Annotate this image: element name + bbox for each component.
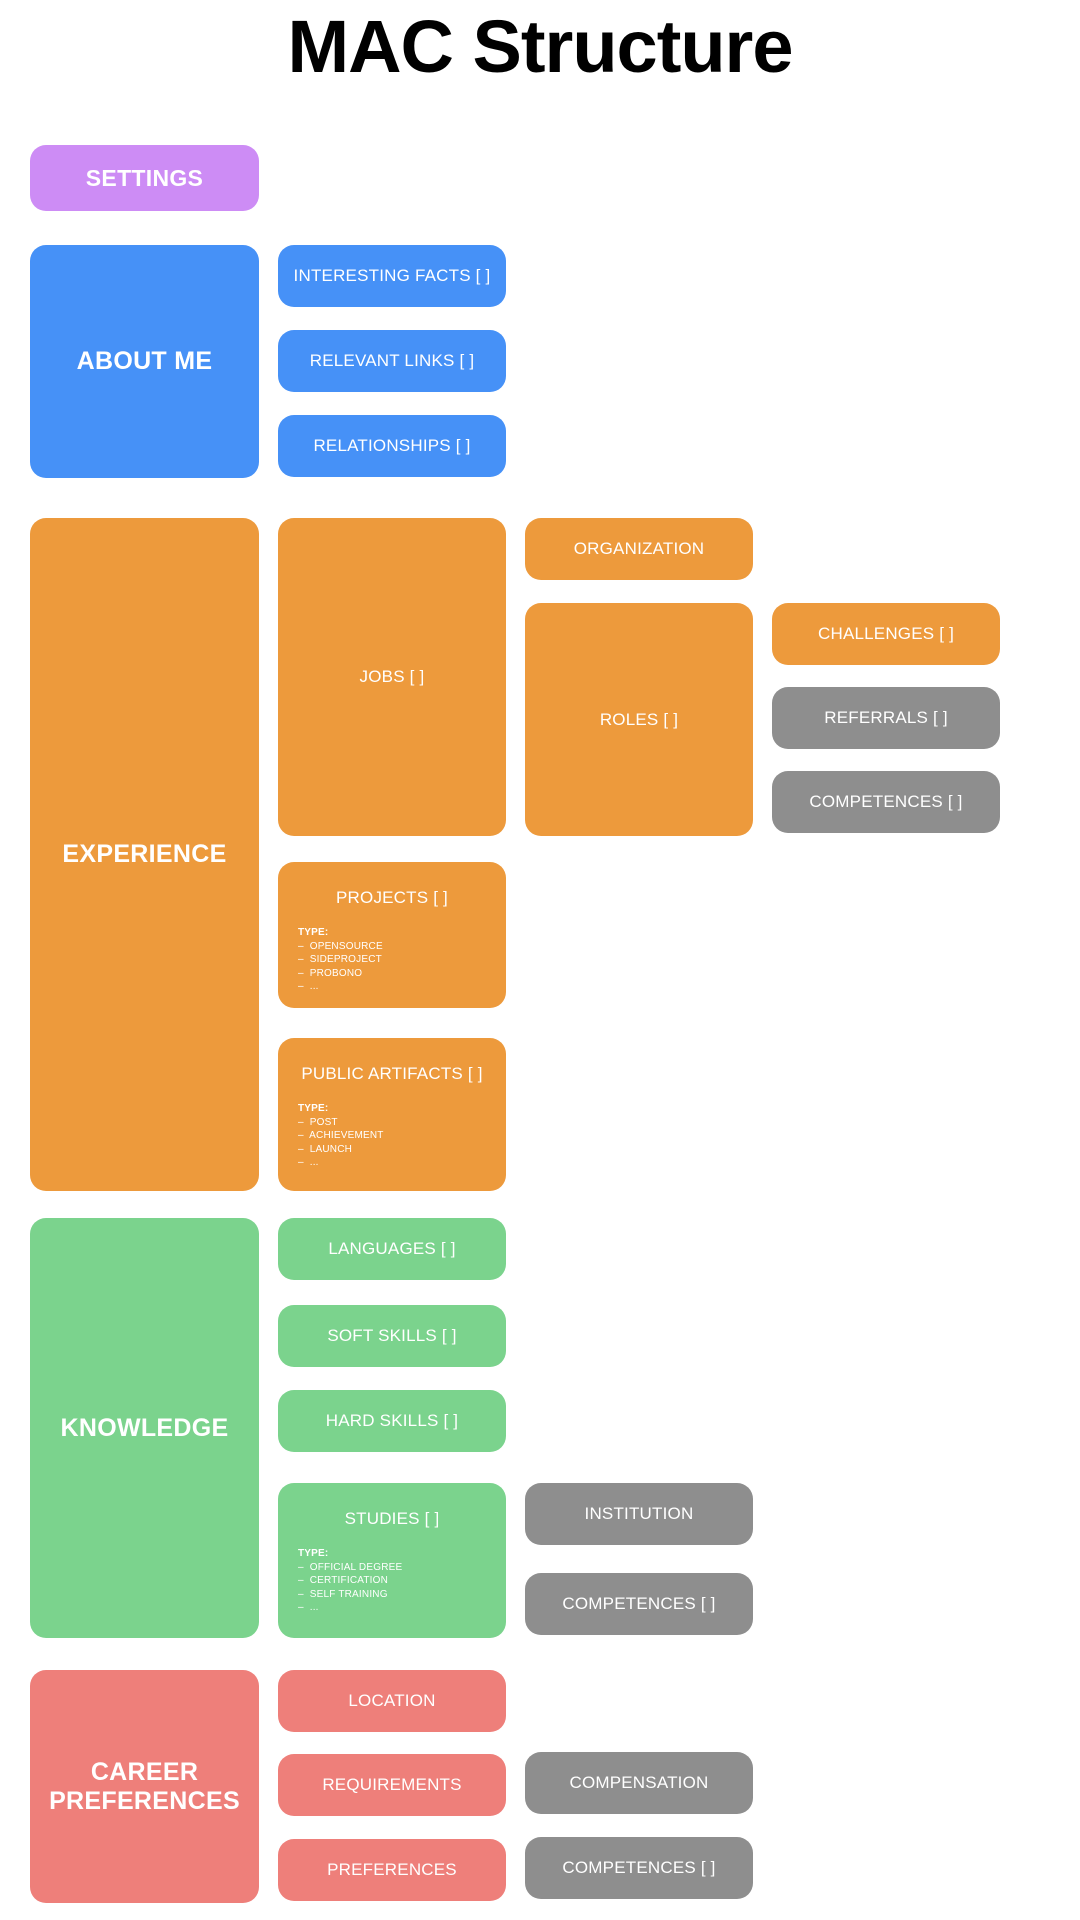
node-institution-label: INSTITUTION	[584, 1504, 694, 1524]
node-roles[interactable]: ROLES [ ]	[525, 603, 753, 836]
node-public-artifacts-type-item: – ...	[298, 1157, 319, 1168]
node-location[interactable]: LOCATION	[278, 1670, 506, 1732]
node-public-artifacts-type-item: – POST	[298, 1116, 338, 1128]
node-compensation-label: COMPENSATION	[569, 1773, 709, 1793]
node-knowledge-label: KNOWLEDGE	[60, 1413, 229, 1442]
node-projects-type-label: TYPE:	[298, 927, 329, 938]
node-career-preferences-label: CAREER PREFERENCES	[49, 1757, 240, 1815]
node-relationships[interactable]: RELATIONSHIPS [ ]	[278, 415, 506, 477]
node-knowledge-competences-label: COMPETENCES [ ]	[562, 1594, 716, 1614]
node-requirements-label: REQUIREMENTS	[322, 1775, 462, 1795]
node-settings[interactable]: SETTINGS	[30, 145, 259, 211]
node-jobs[interactable]: JOBS [ ]	[278, 518, 506, 836]
node-hard-skills[interactable]: HARD SKILLS [ ]	[278, 1390, 506, 1452]
node-about-me[interactable]: ABOUT ME	[30, 245, 259, 478]
node-studies[interactable]: STUDIES [ ] TYPE: – OFFICIAL DEGREE – CE…	[278, 1483, 506, 1638]
node-institution[interactable]: INSTITUTION	[525, 1483, 753, 1545]
node-projects-type-item: – SIDEPROJECT	[298, 954, 382, 965]
node-experience-competences-label: COMPETENCES [ ]	[809, 792, 963, 812]
node-career-competences-label: COMPETENCES [ ]	[562, 1858, 716, 1878]
node-hard-skills-label: HARD SKILLS [ ]	[325, 1411, 459, 1431]
node-interesting-facts[interactable]: INTERESTING FACTS [ ]	[278, 245, 506, 307]
node-soft-skills-label: SOFT SKILLS [ ]	[327, 1326, 457, 1346]
node-referrals-label: REFERRALS [ ]	[824, 708, 948, 728]
node-public-artifacts-types: TYPE: – POST – ACHIEVEMENT – LAUNCH – ..…	[298, 1102, 506, 1170]
node-projects-type-item: – OPENSOURCE	[298, 940, 383, 952]
node-organization[interactable]: ORGANIZATION	[525, 518, 753, 580]
node-public-artifacts[interactable]: PUBLIC ARTIFACTS [ ] TYPE: – POST – ACHI…	[278, 1038, 506, 1191]
node-soft-skills[interactable]: SOFT SKILLS [ ]	[278, 1305, 506, 1367]
node-relevant-links-label: RELEVANT LINKS [ ]	[309, 351, 475, 371]
node-studies-type-label: TYPE:	[298, 1548, 329, 1559]
node-studies-type-item: – SELF TRAINING	[298, 1588, 388, 1600]
node-public-artifacts-type-item: – LAUNCH	[298, 1143, 353, 1155]
node-languages-label: LANGUAGES [ ]	[328, 1239, 456, 1259]
node-preferences[interactable]: PREFERENCES	[278, 1839, 506, 1901]
node-knowledge[interactable]: KNOWLEDGE	[30, 1218, 259, 1638]
node-studies-type-item: – OFFICIAL DEGREE	[298, 1561, 403, 1573]
node-roles-label: ROLES [ ]	[599, 709, 679, 729]
node-public-artifacts-label: PUBLIC ARTIFACTS [ ]	[301, 1064, 483, 1083]
node-public-artifacts-type-label: TYPE:	[298, 1103, 329, 1114]
node-referrals[interactable]: REFERRALS [ ]	[772, 687, 1000, 749]
node-knowledge-competences[interactable]: COMPETENCES [ ]	[525, 1573, 753, 1635]
node-compensation[interactable]: COMPENSATION	[525, 1752, 753, 1814]
node-experience-label: EXPERIENCE	[62, 840, 227, 869]
node-challenges[interactable]: CHALLENGES [ ]	[772, 603, 1000, 665]
node-settings-label: SETTINGS	[85, 164, 204, 191]
node-public-artifacts-type-item: – ACHIEVEMENT	[298, 1130, 384, 1141]
node-studies-label: STUDIES [ ]	[344, 1509, 440, 1528]
node-relationships-label: RELATIONSHIPS [ ]	[313, 436, 471, 456]
node-experience[interactable]: EXPERIENCE	[30, 518, 259, 1191]
node-relevant-links[interactable]: RELEVANT LINKS [ ]	[278, 330, 506, 392]
node-location-label: LOCATION	[348, 1691, 436, 1711]
node-studies-type-item: – CERTIFICATION	[298, 1575, 389, 1586]
node-projects[interactable]: PROJECTS [ ] TYPE: – OPENSOURCE – SIDEPR…	[278, 862, 506, 1008]
node-projects-type-item: – PROBONO	[298, 967, 363, 979]
node-jobs-label: JOBS [ ]	[359, 667, 425, 687]
node-challenges-label: CHALLENGES [ ]	[817, 624, 954, 644]
node-requirements[interactable]: REQUIREMENTS	[278, 1754, 506, 1816]
node-preferences-label: PREFERENCES	[327, 1860, 457, 1880]
node-career-preferences[interactable]: CAREER PREFERENCES	[30, 1670, 259, 1903]
node-projects-type-item: – ...	[298, 981, 319, 992]
page-title: MAC Structure	[287, 5, 793, 88]
node-about-me-label: ABOUT ME	[76, 347, 213, 376]
node-languages[interactable]: LANGUAGES [ ]	[278, 1218, 506, 1280]
node-experience-competences[interactable]: COMPETENCES [ ]	[772, 771, 1000, 833]
node-organization-label: ORGANIZATION	[573, 539, 705, 559]
node-projects-label: PROJECTS [ ]	[336, 888, 448, 907]
node-projects-types: TYPE: – OPENSOURCE – SIDEPROJECT – PROBO…	[298, 926, 506, 994]
node-studies-types: TYPE: – OFFICIAL DEGREE – CERTIFICATION …	[298, 1547, 506, 1615]
node-interesting-facts-label: INTERESTING FACTS [ ]	[293, 266, 491, 286]
node-studies-type-item: – ...	[298, 1602, 319, 1613]
node-career-competences[interactable]: COMPETENCES [ ]	[525, 1837, 753, 1899]
